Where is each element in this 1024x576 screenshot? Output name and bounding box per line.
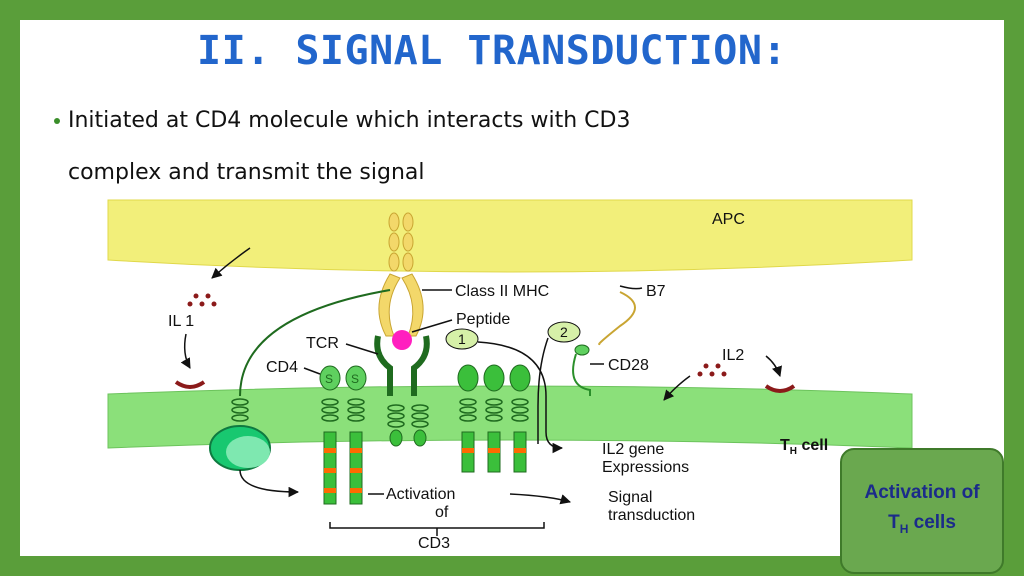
svg-text:S: S — [325, 372, 333, 386]
badge-line1: Activation of — [864, 482, 980, 504]
activation-badge: Activation of TH cells — [840, 448, 1004, 574]
apc-label: APC — [712, 211, 745, 228]
badge-line2: TH cells — [888, 512, 956, 536]
il2-gene-label-1: IL2 gene — [602, 441, 664, 458]
peptide — [392, 330, 412, 350]
apc-membrane — [107, 199, 913, 273]
class-ii-mhc-label: Class II MHC — [455, 283, 549, 300]
cd3-complex-extracellular — [457, 364, 531, 392]
il2-receptor — [764, 384, 796, 393]
tcr-label: TCR — [306, 335, 339, 352]
signal-label-2: transduction — [608, 507, 695, 524]
step-1-marker — [445, 328, 479, 350]
bullet-icon — [54, 118, 60, 124]
il2-molecules — [697, 363, 727, 377]
il2-gene-label-2: Expressions — [602, 459, 689, 476]
signal-transduction-diagram: APC TH cell Class II MHC B7 Peptide TCR … — [90, 196, 916, 550]
of-label: of — [435, 504, 449, 521]
b7-molecule — [598, 291, 636, 346]
tcr-receptor — [374, 335, 430, 396]
cd28-label: CD28 — [608, 357, 649, 374]
class-ii-mhc — [378, 212, 424, 337]
b7-label: B7 — [646, 283, 666, 300]
svg-text:S: S — [351, 372, 359, 386]
cd3-label: CD3 — [418, 535, 450, 550]
svg-text:1: 1 — [458, 331, 466, 347]
cd4-molecule: S S — [319, 365, 367, 391]
th-cell-label: TH cell — [780, 437, 828, 457]
activation-label: Activation — [386, 486, 455, 503]
peptide-label: Peptide — [456, 311, 510, 328]
il1-receptor — [174, 380, 206, 389]
transmembrane-coils — [231, 398, 529, 428]
cytoplasmic-tails — [323, 431, 527, 505]
svg-text:2: 2 — [560, 324, 568, 340]
bullet-text-line2: complex and transmit the signal — [68, 160, 425, 185]
bullet-text-line1: Initiated at CD4 molecule which interact… — [68, 108, 631, 133]
step-2-marker — [547, 321, 581, 343]
cd28-molecule — [574, 344, 590, 356]
il1-label: IL 1 — [168, 313, 194, 330]
slide-title: II. SIGNAL TRANSDUCTION: — [197, 28, 787, 74]
kinase-blob — [209, 425, 271, 471]
il2-label: IL2 — [722, 347, 744, 364]
cd4-label: CD4 — [266, 359, 298, 376]
il1-molecules — [187, 293, 217, 307]
signal-label-1: Signal — [608, 489, 652, 506]
